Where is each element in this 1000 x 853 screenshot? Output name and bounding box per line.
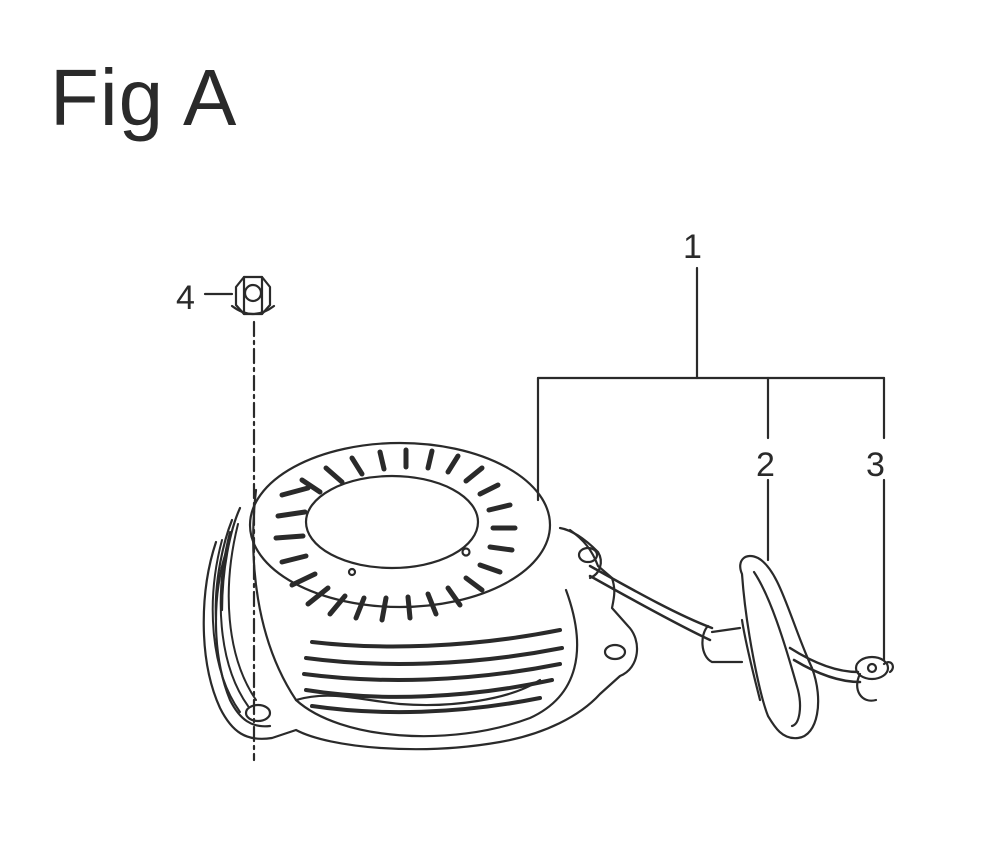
callout-2: 2 [756, 446, 775, 484]
recoil-starter-icon [202, 441, 714, 751]
rope-knot-icon [788, 646, 894, 702]
figure-title: Fig A [50, 53, 238, 142]
flange-nut-icon [230, 275, 276, 316]
callout-3: 3 [866, 446, 885, 484]
callout-4: 4 [176, 279, 195, 317]
starter-handle-icon [701, 554, 820, 740]
callout-1: 1 [683, 228, 702, 266]
